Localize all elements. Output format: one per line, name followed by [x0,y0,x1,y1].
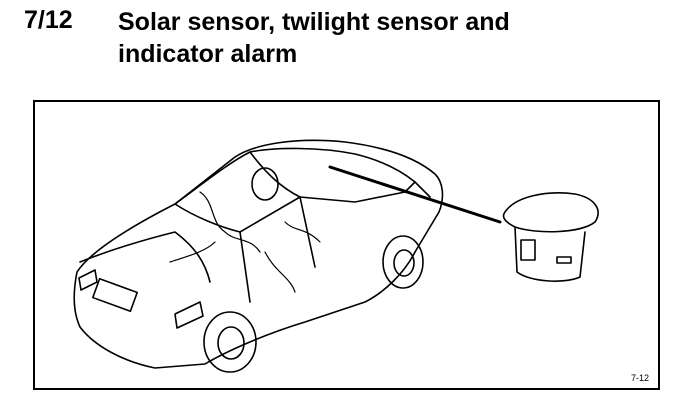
sensor-connector [520,239,536,261]
section-number: 7/12 [24,6,73,34]
tail-light [78,269,98,291]
sensor-dome [502,192,599,233]
front-wheel-hub [393,249,415,277]
illustration-frame: 7-12 [33,100,660,390]
car-sensor-illustration [73,139,599,373]
section-title: Solar sensor, twilight sensor and indica… [118,6,658,70]
rear-wheel-hub [217,326,245,360]
car-body-outline [73,139,444,369]
steering-wheel [251,167,279,201]
car-roof [174,147,431,205]
car-rear-window [174,203,241,233]
car-door-line [239,196,316,303]
section-title-line-2: indicator alarm [118,40,298,68]
interior-wiring [169,191,321,293]
car-trunk [79,231,211,283]
rear-wheel [203,311,257,373]
sensor-base [514,226,586,282]
license-plate [91,277,139,313]
figure-id: 7-12 [630,373,649,383]
car-windshield [249,151,416,203]
section-title-line-1: Solar sensor, twilight sensor and [118,8,510,36]
tail-light-right [174,301,204,329]
pointer-line [328,165,502,224]
sensor-label [556,256,572,264]
front-wheel [382,235,424,289]
